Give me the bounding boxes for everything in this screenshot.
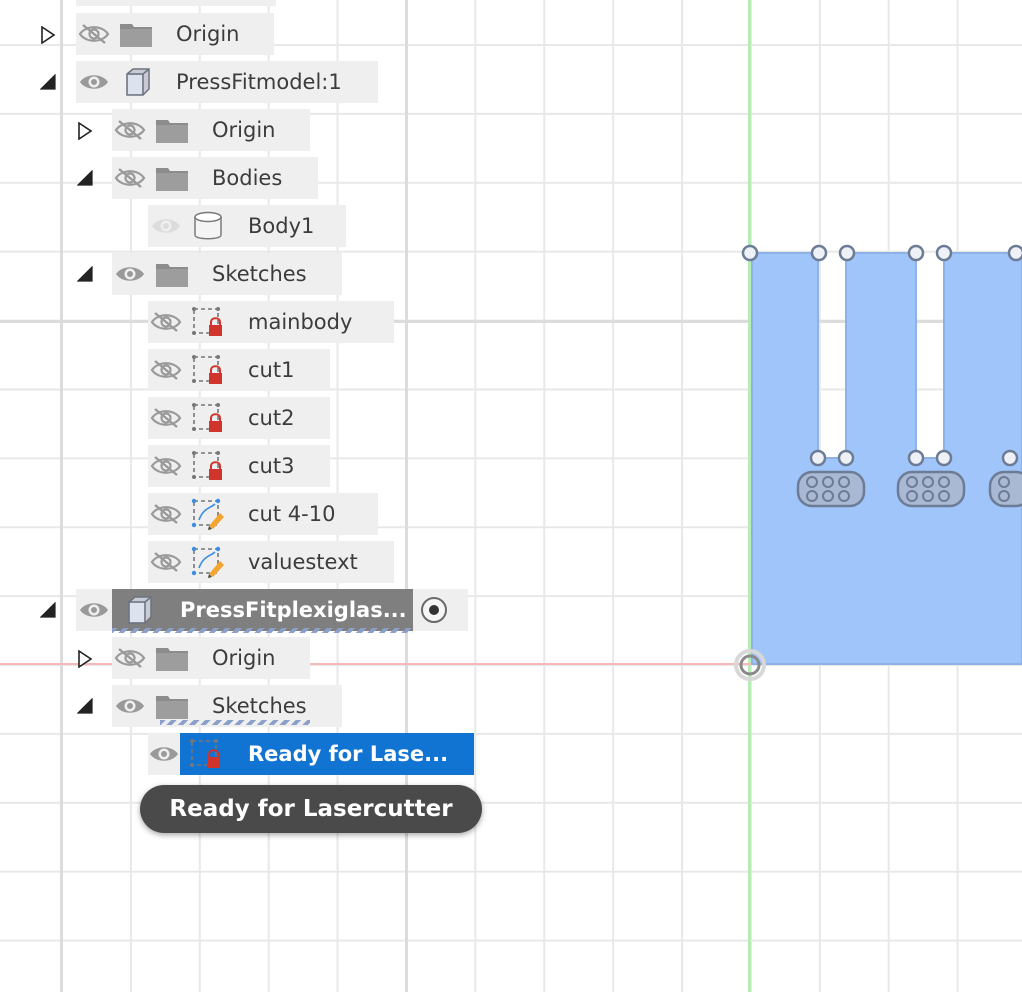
collapse-arrow-icon[interactable] <box>76 697 93 714</box>
tree-node-valuestext[interactable]: valuestext <box>148 541 394 583</box>
tree-node-ready-for-lase[interactable]: Ready for Lase... <box>148 733 475 775</box>
collapse-arrow-icon[interactable] <box>76 265 93 282</box>
eye-hidden-icon[interactable] <box>148 301 184 343</box>
tree-node-mainbody[interactable]: mainbody <box>148 301 394 343</box>
folder-icon <box>154 157 190 199</box>
tree-node-bodies[interactable]: Bodies <box>112 157 318 199</box>
eye-hidden-icon[interactable] <box>148 493 184 535</box>
tree-node-label: Origin <box>212 646 276 670</box>
tree-node-cut2[interactable]: cut2 <box>148 397 330 439</box>
eye-hidden-icon[interactable] <box>76 13 112 55</box>
eye-hidden-icon[interactable] <box>148 397 184 439</box>
sketch-edit-icon <box>190 541 226 583</box>
sketch-locked-icon <box>190 445 226 487</box>
eye-hidden-icon[interactable] <box>112 109 148 151</box>
eye-visible-icon[interactable] <box>148 733 180 775</box>
tree-node-origin[interactable]: Origin <box>76 13 274 55</box>
tree-node-sketches[interactable]: Sketches <box>112 685 342 727</box>
eye-hidden-icon[interactable] <box>148 541 184 583</box>
tree-node-label: cut3 <box>248 454 295 478</box>
tooltip-text: Ready for Lasercutter <box>169 796 453 822</box>
eye-visible-icon[interactable] <box>76 61 112 103</box>
tree-node-label: Sketches <box>212 694 307 718</box>
tree-node-label: cut 4-10 <box>248 502 336 526</box>
expand-arrow-icon[interactable] <box>77 121 93 141</box>
tree-node-label: PressFitplexiglas... <box>180 598 407 622</box>
selection-highlight: Ready for Lase... <box>180 733 475 775</box>
expand-arrow-icon[interactable] <box>77 649 93 669</box>
tree-node-cut1[interactable]: cut1 <box>148 349 330 391</box>
sketch-body-fill <box>751 252 1022 665</box>
tree-node-label: cut2 <box>248 406 295 430</box>
origin-point-icon <box>734 649 766 681</box>
collapse-arrow-icon[interactable] <box>39 601 56 618</box>
tree-node-label: cut1 <box>248 358 295 382</box>
eye-hidden-icon[interactable] <box>112 157 148 199</box>
eye-visible-icon[interactable] <box>76 589 112 631</box>
sketch-points <box>741 244 1022 467</box>
component-icon <box>120 589 156 631</box>
component-icon <box>118 61 154 103</box>
eye-visible-icon[interactable] <box>112 253 148 295</box>
collapse-arrow-icon[interactable] <box>76 169 93 186</box>
tree-node-body1[interactable]: Body1 <box>148 205 346 247</box>
tree-node-cut3[interactable]: cut3 <box>148 445 330 487</box>
eye-hidden-icon[interactable] <box>112 637 148 679</box>
sketch-locked-icon <box>190 349 226 391</box>
sketch-locked-icon <box>190 397 226 439</box>
sketch-locked-icon <box>188 733 224 775</box>
tree-node-label: Sketches <box>212 262 307 286</box>
tree-node-pressfitmodel-1[interactable]: PressFitmodel:1 <box>76 61 378 103</box>
tree-node-origin[interactable]: Origin <box>112 109 310 151</box>
grid-major-line <box>60 0 63 992</box>
expand-arrow-icon[interactable] <box>40 25 56 45</box>
tooltip: Ready for Lasercutter <box>140 785 482 833</box>
tree-node-pressfitplexiglas[interactable]: PressFitplexiglas... <box>76 589 468 633</box>
grid-major-line <box>405 0 408 992</box>
folder-icon <box>154 109 190 151</box>
sketch-text-blobs <box>796 470 1022 508</box>
tree-node-label: Origin <box>176 22 240 46</box>
active-component-highlight: PressFitplexiglas... <box>112 589 413 633</box>
tree-node-label: mainbody <box>248 310 353 334</box>
reference-underline <box>160 720 310 725</box>
x-axis-line <box>0 663 1022 665</box>
folder-icon <box>154 253 190 295</box>
reference-underline <box>112 628 413 633</box>
eye-hidden-icon[interactable] <box>148 349 184 391</box>
tree-node-cut-4-10[interactable]: cut 4-10 <box>148 493 378 535</box>
y-axis-line <box>748 0 751 992</box>
tree-node-label: Ready for Lase... <box>248 742 449 766</box>
folder-icon <box>154 685 190 727</box>
body-icon <box>190 205 226 247</box>
collapse-arrow-icon[interactable] <box>39 73 56 90</box>
tree-row-stub <box>76 0 276 6</box>
tree-node-label: Origin <box>212 118 276 142</box>
eye-visible-icon[interactable] <box>112 685 148 727</box>
activate-component-radio[interactable] <box>420 597 447 623</box>
tree-node-label: Body1 <box>248 214 315 238</box>
sketch-locked-icon <box>190 301 226 343</box>
grid-major-line <box>0 320 1022 323</box>
tree-node-label: valuestext <box>248 550 358 574</box>
tree-node-label: PressFitmodel:1 <box>176 70 342 94</box>
tree-node-label: Bodies <box>212 166 283 190</box>
tree-node-origin[interactable]: Origin <box>112 637 310 679</box>
sketch-edit-icon <box>190 493 226 535</box>
sketch-text-blob-detail <box>806 476 1010 502</box>
folder-icon <box>118 13 154 55</box>
tree-node-sketches[interactable]: Sketches <box>112 253 342 295</box>
eye-hidden-icon[interactable] <box>148 445 184 487</box>
eye-disabled-icon[interactable] <box>148 205 184 247</box>
folder-icon <box>154 637 190 679</box>
